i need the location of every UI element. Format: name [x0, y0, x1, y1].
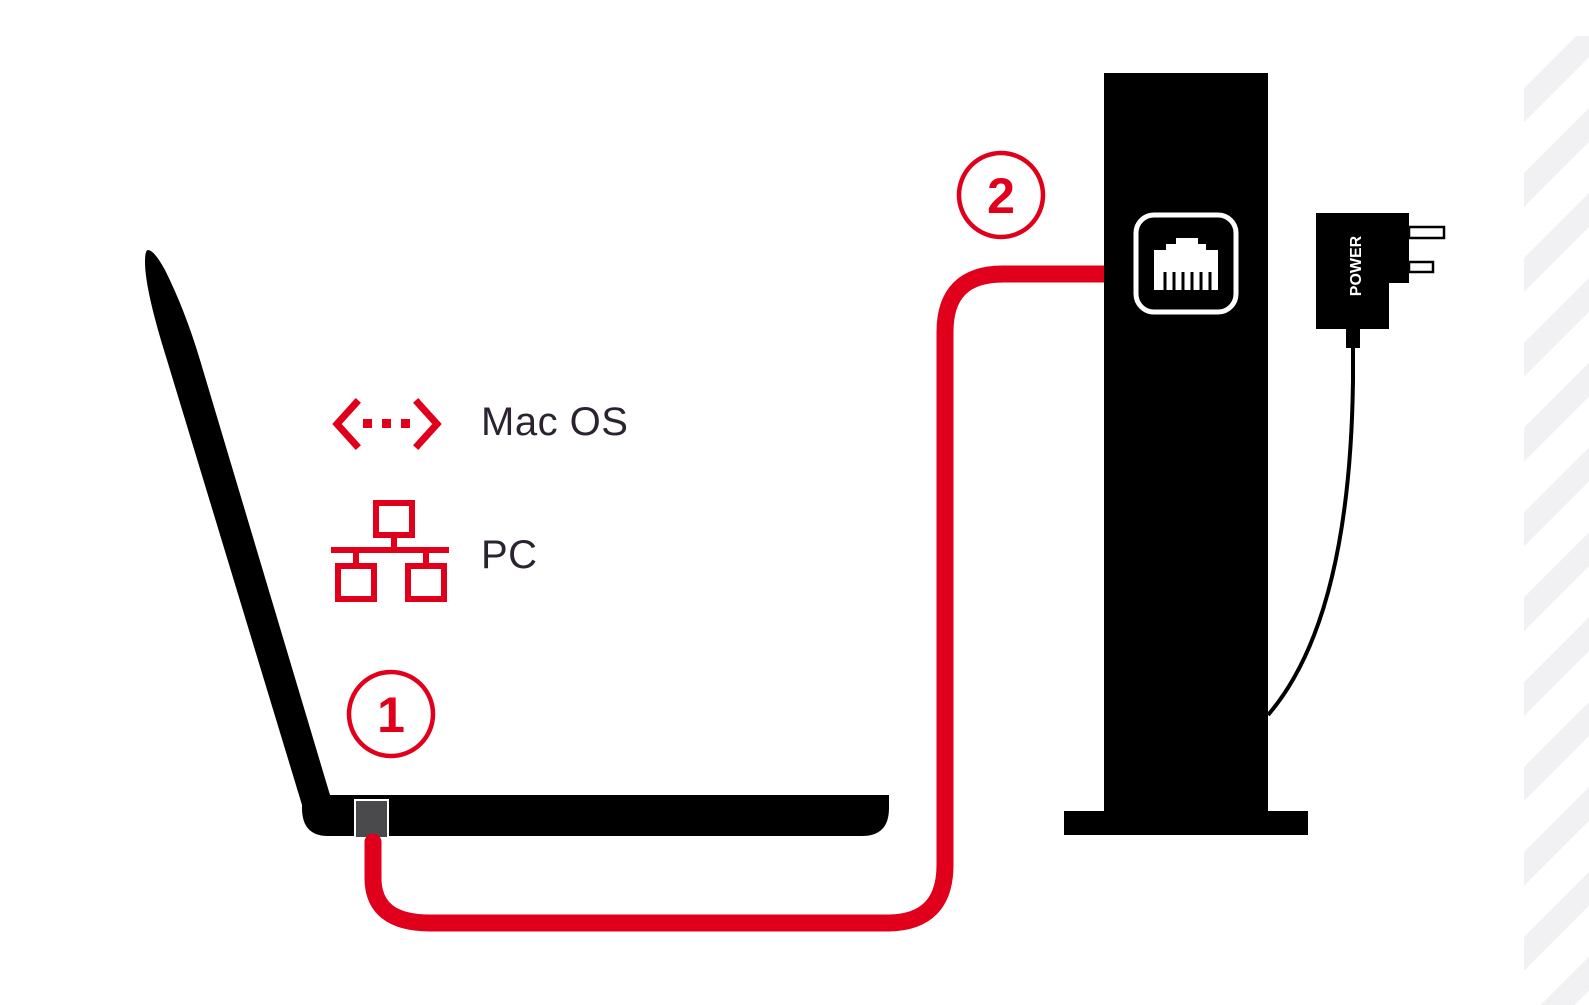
step-1-number: 1 [377, 687, 405, 743]
power-cord [1266, 345, 1355, 717]
decorative-stripes [1524, 36, 1589, 1005]
network-icon [331, 500, 449, 602]
mac-os-label: Mac OS [481, 400, 629, 444]
power-label: POWER [1348, 235, 1365, 296]
pc-label: PC [481, 533, 538, 577]
chevron-dots-icon [332, 398, 442, 450]
laptop-ethernet-port [354, 799, 389, 839]
ethernet-cable [364, 265, 1115, 932]
power-plug-body [1316, 213, 1389, 329]
laptop-base [302, 795, 889, 836]
step-2-badge: 2 [956, 150, 1046, 240]
router [1064, 73, 1308, 835]
router-stand [1064, 811, 1308, 835]
router-body [1104, 73, 1268, 811]
laptop [145, 250, 889, 839]
power-adapter [1266, 213, 1446, 717]
step-1-badge: 1 [346, 669, 436, 759]
laptop-screen [145, 250, 330, 805]
plug-prong-bottom [1407, 260, 1435, 274]
plug-prong-top [1407, 225, 1446, 240]
step-2-number: 2 [987, 168, 1015, 224]
